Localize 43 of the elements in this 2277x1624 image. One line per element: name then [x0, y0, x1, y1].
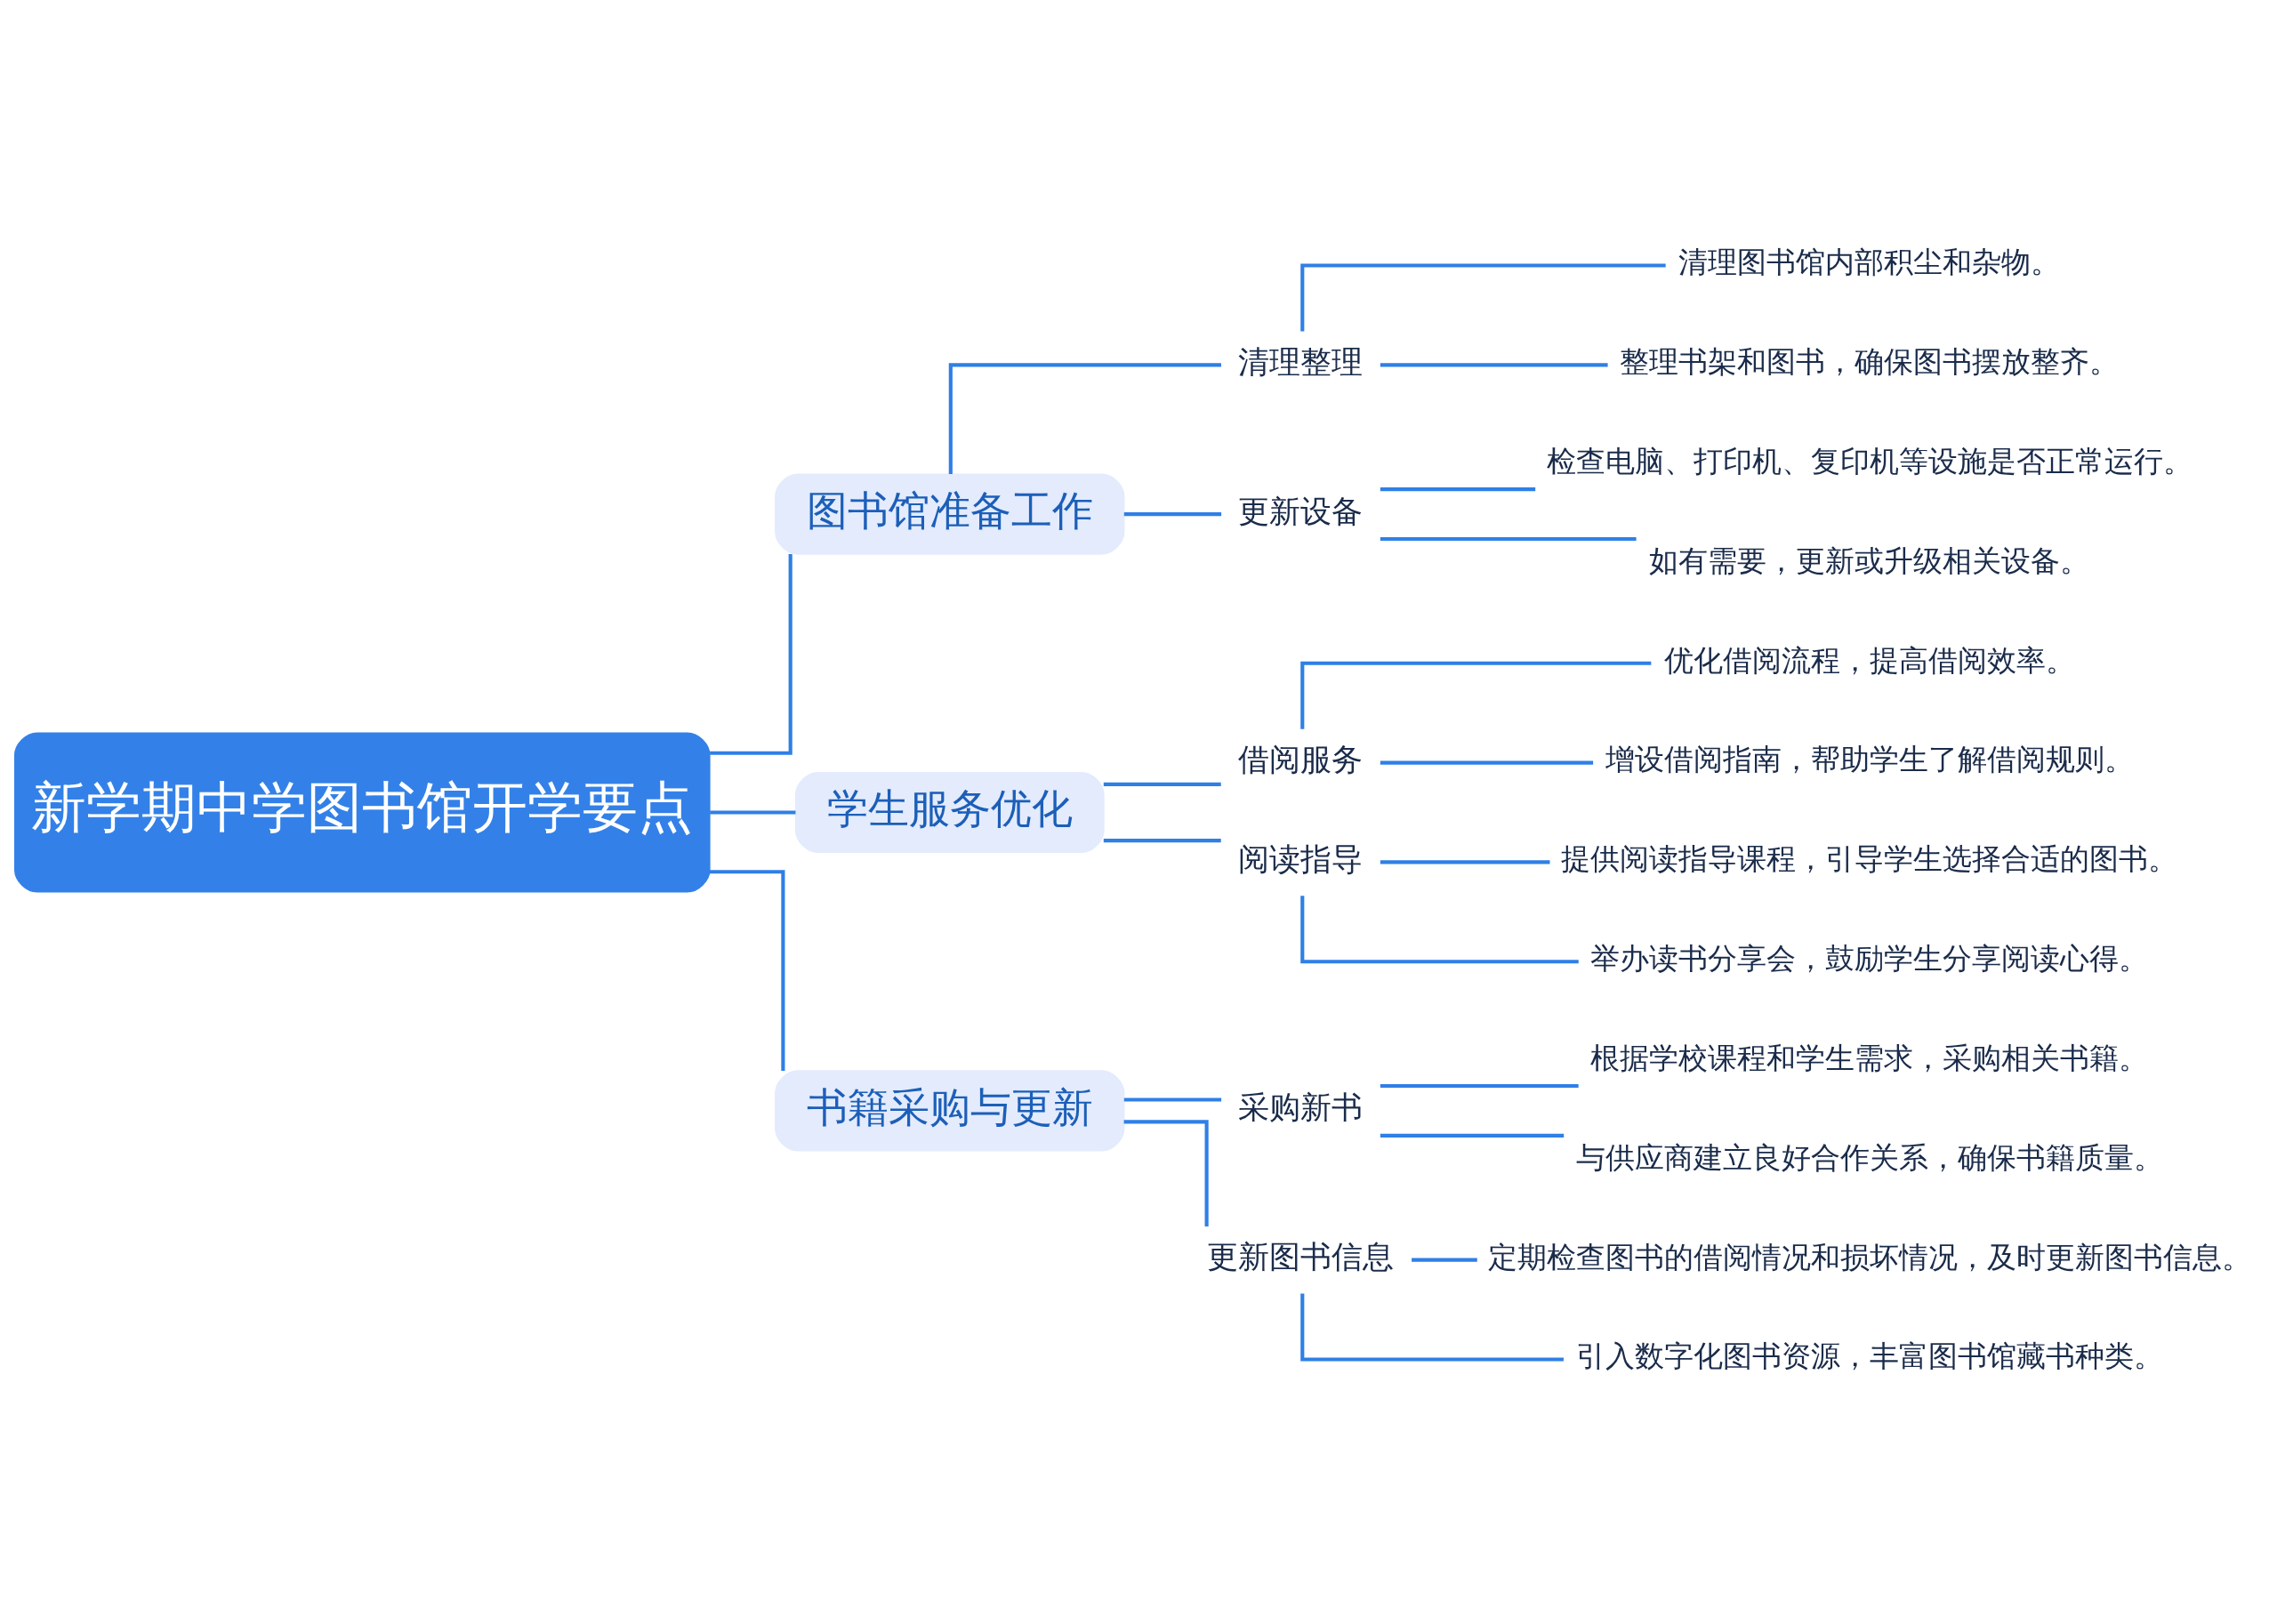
node-text: 更新设备	[1238, 492, 1364, 529]
node-text: 引入数字化图书资源，丰富图书馆藏书种类。	[1576, 1338, 2163, 1373]
connector	[710, 869, 785, 1071]
node-text: 举办读书分享会，鼓励学生分享阅读心得。	[1590, 940, 2149, 976]
connector	[710, 809, 796, 815]
node-text: 整理书架和图书，确保图书摆放整齐。	[1620, 343, 2120, 379]
connector	[1300, 895, 1579, 963]
connector	[1412, 1258, 1477, 1262]
connector	[1123, 1097, 1222, 1102]
node-text: 定期检查图书的借阅情况和损坏情况，及时更新图书信息。	[1488, 1239, 2251, 1274]
connector	[710, 553, 793, 755]
connector	[1380, 760, 1594, 765]
connector	[1380, 1083, 1579, 1088]
connector	[1103, 782, 1221, 786]
node-text: 借阅服务	[1238, 740, 1364, 777]
node-text: 根据学校课程和学生需求，采购相关书籍。	[1590, 1040, 2149, 1075]
node-box: 书籍采购与更新	[775, 1069, 1125, 1151]
node-text: 增设借阅指南，帮助学生了解借阅规则。	[1605, 741, 2134, 776]
connector	[1380, 536, 1637, 541]
node-text: 清理整理	[1238, 342, 1364, 380]
connector	[1300, 661, 1652, 729]
node-box: 图书馆准备工作	[775, 473, 1125, 555]
node-box: 学生服务优化	[794, 771, 1105, 853]
node-text: 与供应商建立良好合作关系，确保书籍质量。	[1576, 1139, 2163, 1175]
node-text: 清理图书馆内部积尘和杂物。	[1678, 244, 2061, 279]
connector	[948, 362, 1221, 474]
connector	[1380, 859, 1550, 864]
node-text: 阅读指导	[1238, 840, 1364, 877]
connector	[1103, 838, 1221, 842]
node-text: 检查电脑、打印机、复印机等设施是否正常运行。	[1547, 443, 2193, 478]
node-text: 采购新书	[1238, 1088, 1364, 1125]
connector	[1123, 511, 1222, 516]
node-text: 如有需要，更新或升级相关设备。	[1649, 543, 2090, 578]
node-text: 更新图书信息	[1207, 1237, 1395, 1274]
connector	[1123, 1119, 1209, 1226]
connector	[1380, 1133, 1565, 1138]
node-text: 优化借阅流程，提高借阅效率。	[1664, 642, 2075, 678]
node-box: 新学期中学图书馆开学要点	[13, 731, 711, 893]
node-text: 提供阅读指导课程，引导学生选择合适的图书。	[1561, 840, 2178, 876]
connector	[1300, 263, 1666, 331]
connector	[1380, 486, 1536, 491]
connector	[1300, 1293, 1564, 1361]
connector	[1380, 362, 1608, 366]
